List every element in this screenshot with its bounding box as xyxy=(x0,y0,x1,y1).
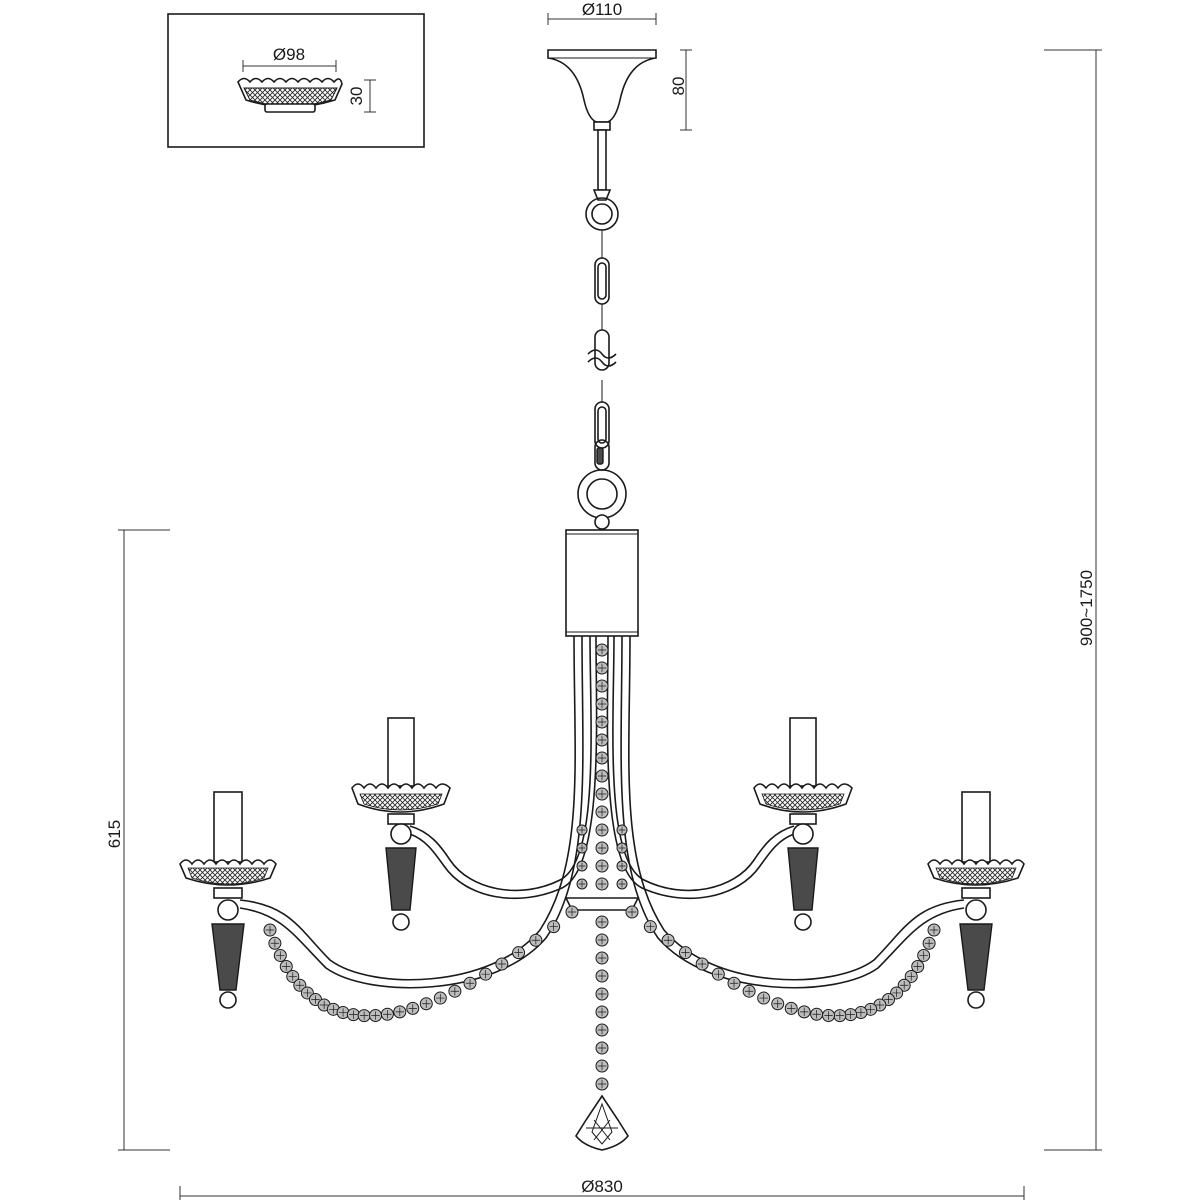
crystal-drop xyxy=(959,923,993,991)
inset-frame xyxy=(167,13,425,148)
candle-unit-inner-left xyxy=(351,717,451,931)
body-height-dimension: 615 xyxy=(105,529,170,1151)
central-cylinder xyxy=(565,529,639,637)
crystal-drop xyxy=(211,923,245,991)
overall-diameter-dimension: Ø830 xyxy=(179,1177,1025,1200)
crystal-bead-strands xyxy=(263,643,941,1091)
bulb xyxy=(392,913,410,931)
inset-diameter-label: Ø98 xyxy=(273,45,305,64)
canopy-body xyxy=(547,49,657,123)
bulb xyxy=(794,913,812,931)
arm-outer-left xyxy=(239,635,576,981)
chain-link xyxy=(594,257,610,305)
total-height-label: 900~1750 xyxy=(1077,570,1096,646)
bottom-pendant xyxy=(575,1094,629,1151)
arm-outer-right xyxy=(628,635,965,981)
inset-height-label: 30 xyxy=(347,87,366,106)
crystal-drop xyxy=(787,847,819,911)
bulb xyxy=(219,991,237,1009)
canopy-diameter-label: Ø110 xyxy=(582,0,622,19)
total-height-dimension: 900~1750 xyxy=(1044,49,1102,1151)
chain-break-symbol xyxy=(587,349,617,359)
candle-unit-inner-right xyxy=(753,717,853,931)
candle-sleeve xyxy=(789,717,817,787)
arm-inner-right xyxy=(612,635,795,892)
inset-detail: Ø98 30 xyxy=(167,13,425,148)
candle-sleeve xyxy=(961,791,991,863)
top-ring xyxy=(585,197,619,231)
candle-unit-outer-right xyxy=(927,791,1025,1009)
overall-diameter-label: Ø830 xyxy=(581,1177,623,1196)
suspension-chain xyxy=(577,129,627,530)
bulb xyxy=(967,991,985,1009)
canopy-height-label: 80 xyxy=(669,77,688,96)
bottom-ring xyxy=(577,469,627,519)
arms xyxy=(239,635,965,989)
canopy: Ø110 80 xyxy=(547,0,692,131)
arm-inner-left xyxy=(409,635,592,892)
candle-unit-outer-left xyxy=(179,791,277,1009)
crystal-drop xyxy=(385,847,417,911)
pendant-crystal xyxy=(575,1094,629,1151)
candle-sleeve xyxy=(387,717,415,787)
hanging-rod xyxy=(597,129,607,191)
body-height-label: 615 xyxy=(105,820,124,848)
candle-sleeve xyxy=(213,791,243,863)
central-column xyxy=(565,529,639,637)
